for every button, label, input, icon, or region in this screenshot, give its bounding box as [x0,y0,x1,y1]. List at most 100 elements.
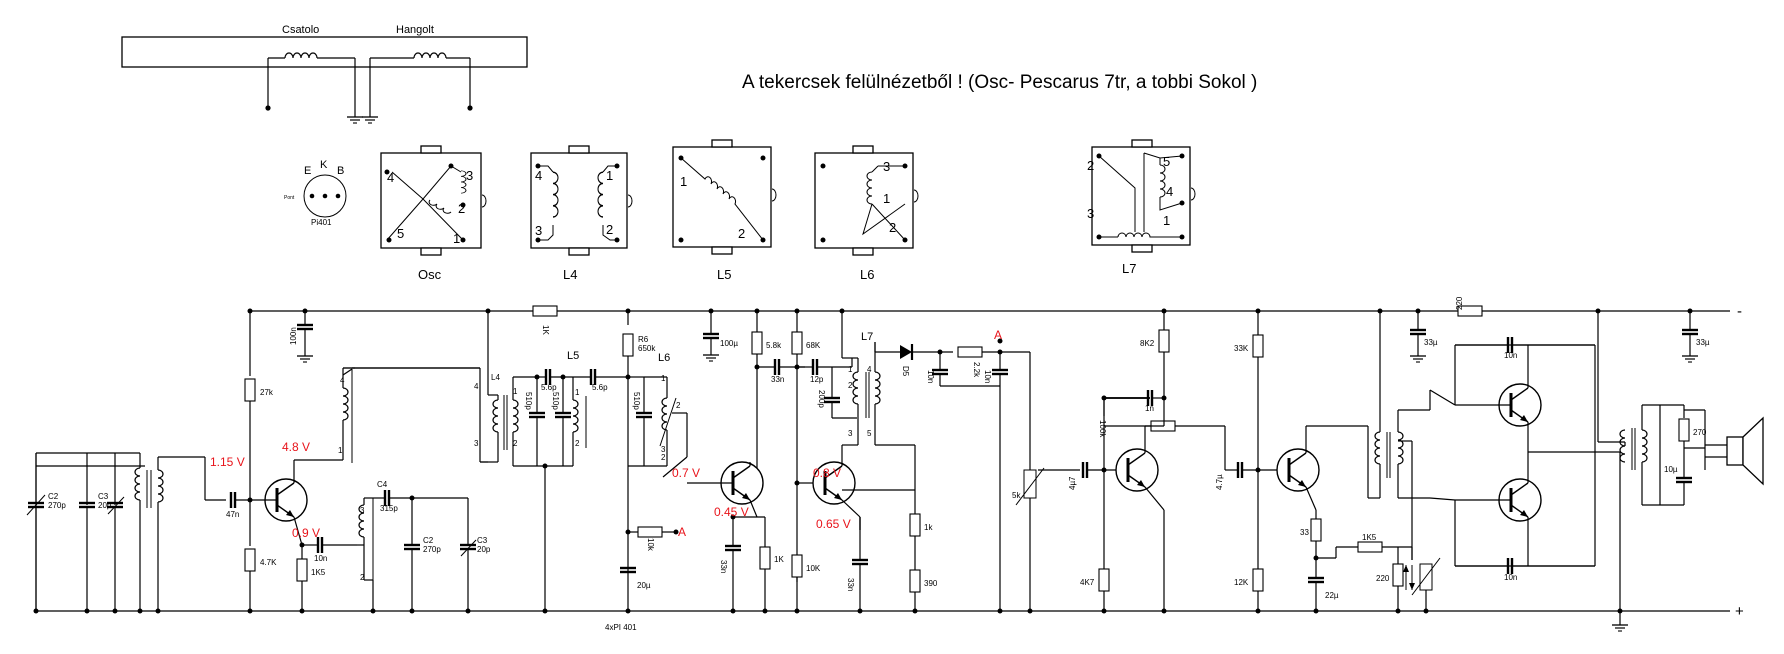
voltage-0-8: 0.8 V [813,466,841,480]
r270-label: 270 [1693,428,1707,437]
r390-label: 390 [924,579,938,588]
l4-coil-name: L4 [563,267,577,282]
l7-pin-2: 2 [1087,158,1094,173]
l5-pin-2: 2 [738,226,745,241]
l6-coil-name: L6 [860,267,874,282]
osc-pin-1: 1 [453,231,460,246]
osc-pin-4: 4 [387,170,394,185]
r33-label: 33 [1300,528,1309,537]
d5-label: D5 [901,366,910,377]
c20u-label: 20µ [637,581,651,590]
pin-b-label: B [337,165,344,177]
c3a-value: 20p [98,501,112,510]
r10kb-label: 10K [806,564,821,573]
plus-rail-label: + [1735,603,1744,620]
voltage-0-9: 0.9 V [292,526,320,540]
l7-sch-label: L7 [861,331,873,343]
l7-coil-name: L7 [1122,261,1136,276]
l4-sch-pin-1: 1 [513,387,518,396]
osc-pin-2: 2 [458,201,465,216]
osc-sch-pin-4: 4 [340,376,345,385]
c1n-label: 1n [1145,404,1154,413]
voltage-0-7: 0.7 V [672,466,700,480]
r22k-label: 2.2k [972,362,981,378]
r68k-label: 68K [806,341,821,350]
transistor-note: 4xPI 401 [605,623,637,632]
c10n-b-label: 10n [926,370,935,383]
voltage-0-45: 0.45 V [714,505,749,519]
l4-sch-pin-4: 4 [474,382,479,391]
l5-pin-1: 1 [680,174,687,189]
pot5k-label: 5k [1012,491,1021,500]
coil-l4: 4 1 3 2 L4 [530,145,633,282]
coil-l6: 3 1 2 L6 [814,145,919,282]
r6-label: R6 [638,335,649,344]
l7-pin-5: 5 [1163,154,1170,169]
marker-a-1: A [678,525,686,539]
c10u-label: 10µ [1664,465,1678,474]
coil-osc: 4 3 2 5 1 Osc [380,145,487,282]
c22u-label: 22µ [1325,591,1339,600]
c33n-b-label: 33n [719,560,728,573]
c510c-label: 510p [632,392,641,410]
osc-pin-3: 3 [466,168,473,183]
page-title: A tekercsek felülnézetből ! (Osc- Pescar… [742,72,1257,93]
c2a-label: C2 [48,492,59,501]
l4-pin-4: 4 [535,168,542,183]
l4-sch-pin-3: 3 [474,439,479,448]
r33k-label: 33K [1234,344,1249,353]
r6-value: 650k [638,344,656,353]
c4u7-a-label: 4µ7 [1068,476,1077,490]
osc-sch-pin-3: 3 [360,506,365,515]
l6-pin-1: 1 [883,191,890,206]
l6-tap-label: 2 [676,401,681,410]
l7-sch-pin-3: 3 [848,429,853,438]
output-stage: 220 33µ 33µ 10n 10n [1408,296,1764,632]
l7-pin-1: 1 [1163,213,1170,228]
c510a-label: 510p [524,392,533,410]
r1k-b-label: 1K [774,555,784,564]
l4-pin-1: 1 [606,168,613,183]
transistor-pinout: E K B Pi401 Pont [284,159,347,227]
c33n-a-label: 33n [771,375,784,384]
l7-sch-pin-4: 4 [867,365,872,374]
coupler-frame: Csatolo Hangolt [121,24,528,124]
r8k2-label: 8K2 [1140,339,1155,348]
pin-k-label: K [320,159,328,171]
af-preamp: 100k 1n 8K2 4K7 4.7µ [1080,308,1244,614]
marker-a-2: A [994,328,1002,342]
c3a-label: C3 [98,492,109,501]
r47k-label: 4.7K [260,558,277,567]
l4-pin-2: 2 [606,222,613,237]
coil-l5: 1 2 L5 [672,139,777,282]
if-amp-2: 68K 10K 12p 33n 1k 390 0.8 V 0.65 V 200p… [791,308,938,614]
r1k-label: 1K [541,325,550,335]
c12p-label: 12p [810,375,824,384]
r1k5b-label: 1K5 [1362,533,1377,542]
l6-sch-pin-1: 1 [661,374,666,383]
if-filter-stage: 1K L4 4 3 1 2 510p 5.6p L5 510p 1 2 5.6p… [474,305,688,614]
c4-label: C4 [377,480,388,489]
l6-pin-3: 3 [883,159,890,174]
r10k-label: 10k [646,538,655,552]
af-driver: 33K 12K 33 1K5 22µ 220 [1234,308,1441,614]
voltage-4-8: 4.8 V [282,440,310,454]
supply-rails: - + 4xPI 401 [36,303,1744,632]
l7-pin-4: 4 [1166,184,1173,199]
r58k-label: 5.8k [766,341,782,350]
l4-pin-3: 3 [535,223,542,238]
voltage-0-65: 0.65 V [816,517,851,531]
c33u-a-label: 33µ [1424,338,1438,347]
c2a-value: 270p [48,501,66,510]
c33u-b-label: 33µ [1696,338,1710,347]
r220b-label: 220 [1455,296,1464,310]
l7-pin-3: 3 [1087,206,1094,221]
r27k-label: 27k [260,388,274,397]
l5-sch-label: L5 [567,350,579,362]
c10n-e-label: 10n [1504,573,1517,582]
c2b-value: 270p [423,545,441,554]
pinout-side-mark: Pont [284,195,295,201]
c47n-label: 47n [226,510,239,519]
